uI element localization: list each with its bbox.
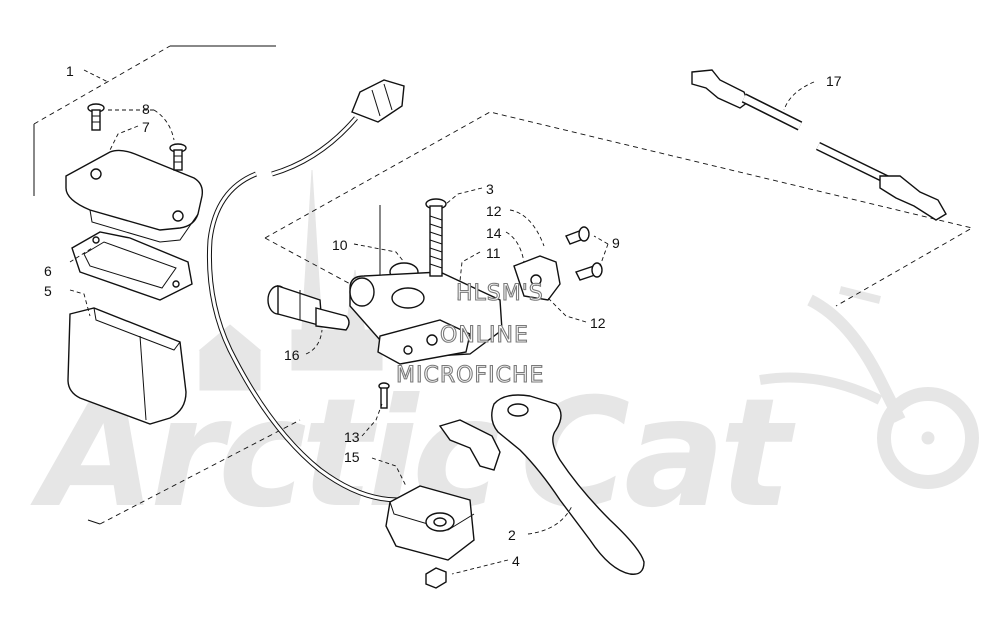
lever-nut (425, 567, 447, 589)
callout-8: 8 (142, 101, 150, 117)
callout-13: 13 (344, 429, 360, 445)
throttle-cable (691, 69, 947, 221)
bracket-screw-bottom (575, 262, 603, 281)
callout-2: 2 (508, 527, 516, 543)
callout-16: 16 (284, 347, 300, 363)
fluid-reservoir (67, 307, 187, 425)
callout-4: 4 (512, 553, 520, 569)
microfiche-watermark: HLSM'S ONLINE MICROFICHE (395, 280, 544, 388)
callout-12-bottom: 12 (590, 315, 606, 331)
callout-9: 9 (612, 235, 620, 251)
callout-7: 7 (142, 119, 150, 135)
callout-6: 6 (44, 263, 52, 279)
diaphragm (71, 231, 193, 301)
callout-14: 14 (486, 225, 502, 241)
pivot-bolt (425, 198, 447, 277)
brake-lever (438, 394, 645, 575)
watermark-line-1: HLSM'S (456, 281, 544, 306)
reservoir-cover (65, 149, 204, 243)
callout-1: 1 (66, 63, 74, 79)
master-cylinder-body (349, 271, 503, 365)
callout-12-top: 12 (486, 203, 502, 219)
callout-labels: 1 2 3 4 5 6 7 8 9 10 11 12 12 13 14 15 1… (44, 63, 842, 569)
svg-text:Cat: Cat (520, 367, 796, 541)
brake-switch (267, 285, 350, 331)
switch-bracket (513, 255, 561, 301)
callout-15: 15 (344, 449, 360, 465)
cover-screw-right (169, 143, 187, 171)
wire-harness (206, 116, 399, 503)
small-screw (378, 382, 390, 409)
cover-screw-left (87, 103, 105, 131)
callout-5: 5 (44, 283, 52, 299)
wire-connector (351, 79, 405, 123)
callout-10: 10 (332, 237, 348, 253)
callout-3: 3 (486, 181, 494, 197)
bracket-screw-top (565, 226, 590, 245)
callout-11: 11 (486, 245, 501, 261)
watermark-line-2: ONLINE (440, 323, 529, 348)
lever-switch-housing (385, 485, 475, 561)
leader-lines (69, 69, 815, 575)
callout-17: 17 (826, 73, 842, 89)
assembly-1-outline (33, 45, 301, 525)
watermark-line-3: MICROFICHE (396, 363, 544, 388)
